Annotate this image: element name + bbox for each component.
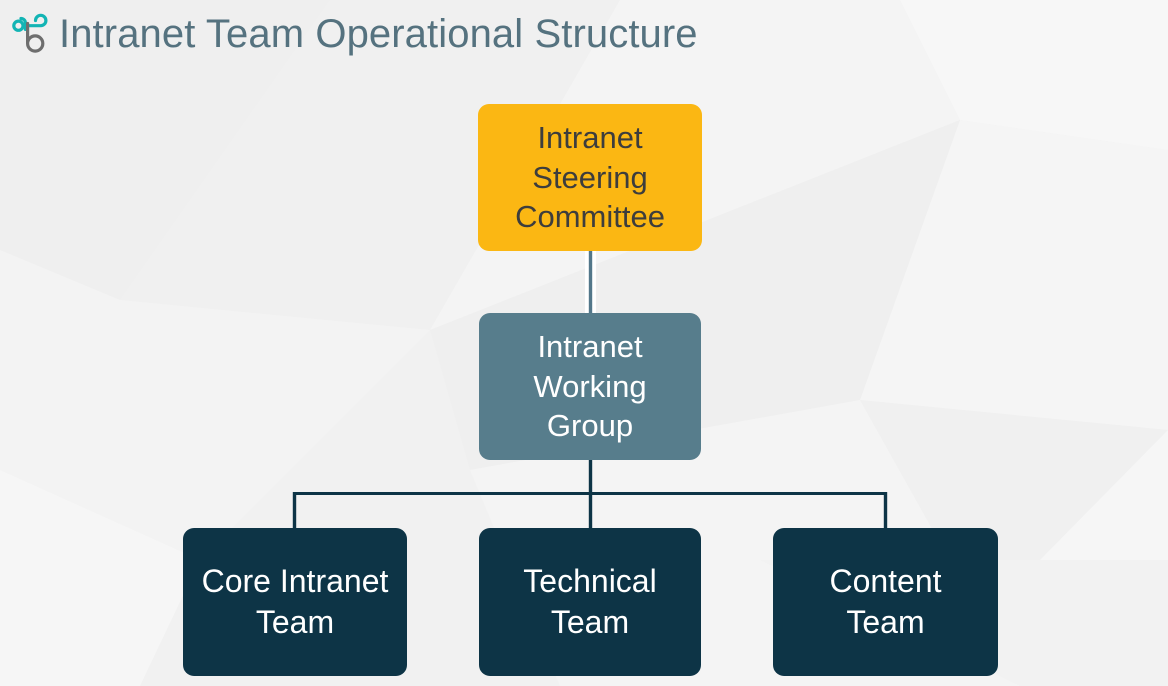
org-node-content-team[interactable]: Content Team <box>773 528 998 676</box>
org-node-intranet-steering-committee[interactable]: Intranet Steering Committee <box>478 104 702 251</box>
slide-header: Intranet Team Operational Structure <box>0 0 1168 68</box>
org-node-intranet-working-group[interactable]: Intranet Working Group <box>479 313 701 460</box>
org-node-label: Core Intranet Team <box>201 563 389 640</box>
org-node-core-intranet-team[interactable]: Core Intranet Team <box>183 528 407 676</box>
org-node-label: Intranet Steering Committee <box>515 120 665 235</box>
org-node-technical-team[interactable]: Technical Team <box>479 528 701 676</box>
org-node-label: Technical Team <box>523 563 657 640</box>
page-title: Intranet Team Operational Structure <box>59 12 698 56</box>
org-node-label: Content Team <box>829 563 942 640</box>
org-node-label: Intranet Working Group <box>533 329 647 444</box>
abstract-knot-logo-icon <box>12 13 48 53</box>
